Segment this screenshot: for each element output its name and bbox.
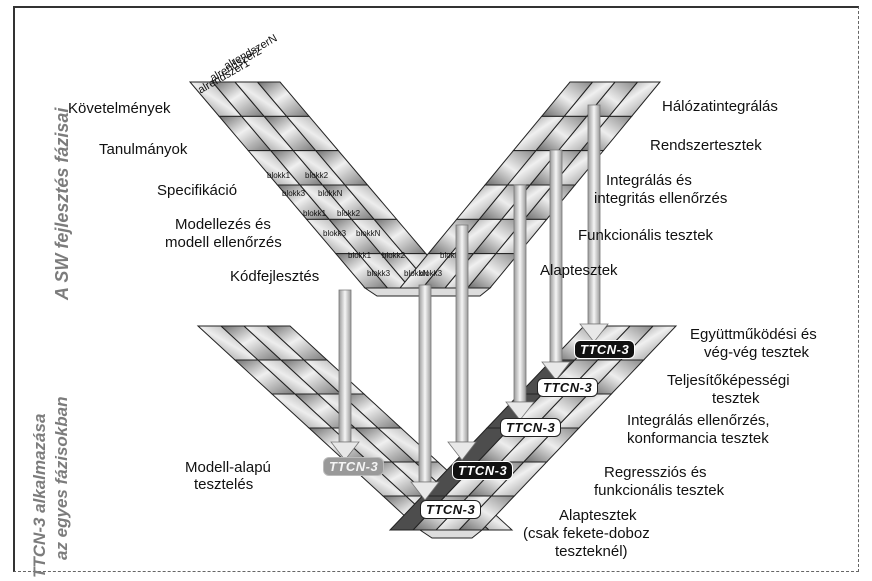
block-label: blokk2	[382, 251, 406, 260]
arrow-shaft	[513, 184, 527, 403]
conformance-line2: konformancia tesztek	[627, 430, 769, 447]
block-label: blokkN	[318, 189, 343, 198]
arrow-shaft	[549, 149, 563, 363]
phase-integration: Integrálás és	[606, 172, 692, 189]
model-based-testing-line2: tesztelés	[194, 476, 254, 493]
arrow-head	[579, 323, 609, 343]
phase-requirements: Követelmények	[68, 100, 171, 117]
ttcn-logo-regression: TTCN-3	[452, 461, 514, 480]
performance-line2: tesztek	[712, 390, 760, 407]
phase-integrity-check: integritás ellenőrzés	[594, 190, 728, 207]
ttcn-logo-conformance: TTCN-3	[500, 418, 562, 437]
performance-line1: Teljesítőképességi	[667, 372, 790, 389]
arrow-shaft	[455, 224, 469, 443]
phase-code-development: Kódfejlesztés	[230, 268, 320, 285]
basic-tests-line2: (csak fekete-doboz	[523, 525, 650, 542]
arrow-head	[447, 441, 477, 461]
model-based-testing-line1: Modell-alapú	[185, 459, 271, 476]
arrow-shaft	[338, 289, 352, 443]
side-label-ttcn-application-line1: TTCN-3 alkalmazása	[30, 413, 49, 578]
regression-line2: funkcionális tesztek	[594, 482, 725, 499]
ttcn-logo-model-based: TTCN-3	[323, 457, 385, 476]
side-label-ttcn-application-line2: az egyes fázisokban	[52, 396, 71, 560]
phase-network-integration: Hálózatintegrálás	[662, 98, 778, 115]
phase-studies: Tanulmányok	[99, 141, 188, 158]
test-v-base	[418, 529, 484, 539]
block-label: blokk2	[305, 171, 329, 180]
ttcn-logo-basic: TTCN-3	[420, 500, 482, 519]
ttcn-logo-interop: TTCN-3	[574, 340, 636, 359]
block-label: blokk1	[303, 209, 327, 218]
block-label: blokk3	[323, 229, 347, 238]
arrow-head	[410, 481, 440, 501]
mapping-arrows	[330, 104, 609, 501]
arrow-shaft	[587, 104, 601, 325]
basic-tests-line3: teszteknél)	[555, 543, 628, 560]
ttcn-logo-performance: TTCN-3	[537, 378, 599, 397]
phase-system-tests: Rendszertesztek	[650, 137, 762, 154]
phase-basic-tests: Alaptesztek	[540, 262, 618, 279]
diagram-frame	[13, 6, 859, 572]
block-label: blokk2	[337, 209, 361, 218]
arrow-head	[541, 361, 571, 381]
block-label: blokk3	[282, 189, 306, 198]
arrow-head	[330, 441, 360, 461]
basic-tests-line1: Alaptesztek	[559, 507, 637, 524]
conformance-line1: Integrálás ellenőrzés,	[627, 412, 770, 429]
phase-model-verification: modell ellenőrzés	[165, 234, 282, 251]
regression-line1: Regressziós és	[604, 464, 707, 481]
arrow-head	[505, 401, 535, 421]
block-label: blokk1	[348, 251, 372, 260]
interop-e2e-line2: vég-vég tesztek	[704, 344, 810, 361]
arrow-shaft	[418, 284, 432, 483]
block-label: blokk3	[367, 269, 391, 278]
interop-e2e-line1: Együttműködési és	[690, 326, 817, 343]
block-label: blokkN	[356, 229, 381, 238]
phase-specification: Specifikáció	[157, 182, 238, 199]
phase-functional-tests: Funkcionális tesztek	[578, 227, 714, 244]
block-label: blokk1	[267, 171, 291, 180]
side-label-development-phases: A SW fejlesztés fázisai	[52, 107, 72, 300]
phase-modelling: Modellezés és	[175, 216, 271, 233]
block-label: blokk3	[419, 269, 443, 278]
block-label: blokkN	[404, 269, 429, 278]
block-label: blokk	[440, 251, 460, 260]
